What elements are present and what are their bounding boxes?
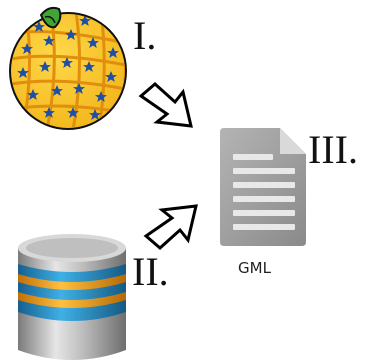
label-two: II.	[132, 249, 169, 294]
orange-star-ball-icon	[9, 6, 127, 130]
document-label: GML	[238, 259, 271, 277]
label-one: I.	[133, 13, 157, 58]
document-icon	[220, 128, 306, 246]
database-cylinder-icon	[18, 234, 126, 360]
hollow-arrow-top	[138, 82, 193, 128]
hollow-arrow-bottom	[143, 204, 198, 250]
label-three: III.	[308, 127, 358, 172]
